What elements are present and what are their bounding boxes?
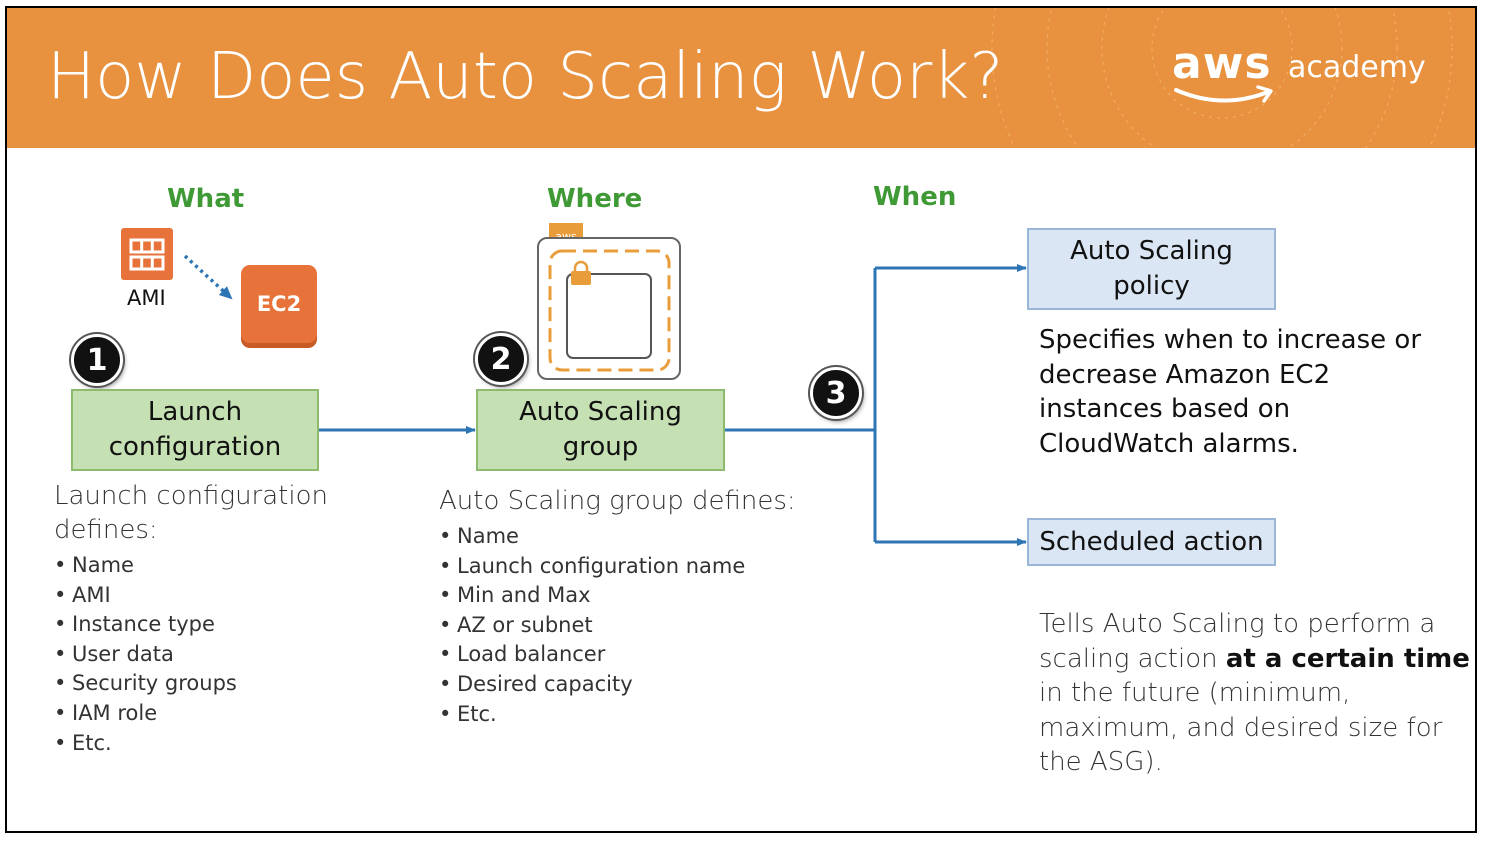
ami-label: AMI bbox=[127, 286, 166, 310]
ami-to-ec2-arrow bbox=[183, 254, 233, 300]
launch-config-definitions: Launch configuration defines: Name AMI I… bbox=[54, 479, 328, 758]
logo-academy-text: academy bbox=[1288, 50, 1426, 85]
heading-where: Where bbox=[547, 184, 643, 214]
slide-title: How Does Auto Scaling Work? bbox=[47, 40, 1004, 114]
launch-defs-lead-1: Launch configuration bbox=[54, 481, 328, 511]
auto-scaling-group-box: Auto Scaling group bbox=[476, 389, 725, 471]
policy-desc-line: CloudWatch alarms. bbox=[1039, 428, 1299, 459]
policy-box-line2: policy bbox=[1113, 271, 1190, 301]
flow-connectors bbox=[183, 237, 1027, 546]
list-item: Desired capacity bbox=[439, 670, 796, 700]
scheduled-action-box: Scheduled action bbox=[1027, 518, 1276, 566]
launch-defs-lead-2: defines: bbox=[54, 515, 158, 545]
policy-desc-line: decrease Amazon EC2 bbox=[1039, 359, 1331, 390]
lock-icon bbox=[571, 260, 591, 285]
list-item: AZ or subnet bbox=[439, 611, 796, 641]
launch-configuration-box: Launch configuration bbox=[71, 389, 319, 471]
policy-box-line1: Auto Scaling bbox=[1070, 236, 1233, 266]
asg-box-line2: group bbox=[562, 432, 639, 462]
auto-scaling-policy-box: Auto Scaling policy bbox=[1027, 228, 1276, 310]
step-1-badge: 1 bbox=[71, 334, 123, 386]
scheduled-description: Tells Auto Scaling to perform a scaling … bbox=[1039, 607, 1470, 780]
list-item: Launch configuration name bbox=[439, 552, 796, 582]
list-item: Etc. bbox=[439, 700, 796, 730]
list-item: Etc. bbox=[54, 729, 328, 759]
aws-smile-icon bbox=[1174, 85, 1273, 103]
auto-scaling-group-icon bbox=[537, 237, 681, 380]
ec2-icon: EC2 bbox=[241, 265, 317, 343]
list-item: Load balancer bbox=[439, 640, 796, 670]
arrow-asg-to-when bbox=[725, 264, 1027, 546]
scheduled-desc-line: Tells Auto Scaling to perform a bbox=[1039, 609, 1436, 639]
step-2-badge: 2 bbox=[475, 333, 527, 385]
slide: How Does Auto Scaling Work? aws academy … bbox=[5, 6, 1477, 833]
list-item: Security groups bbox=[54, 669, 328, 699]
list-item: Name bbox=[54, 551, 328, 581]
launch-configuration-line1: Launch bbox=[147, 397, 243, 427]
header-banner: How Does Auto Scaling Work? aws academy bbox=[7, 8, 1475, 148]
scheduled-desc-text: scaling action bbox=[1039, 643, 1226, 674]
step-3-badge: 3 bbox=[810, 367, 862, 419]
asg-box-line1: Auto Scaling bbox=[519, 397, 682, 427]
policy-desc-line: Specifies when to increase or bbox=[1039, 325, 1422, 355]
list-item: User data bbox=[54, 640, 328, 670]
list-item: Instance type bbox=[54, 610, 328, 640]
heading-what: What bbox=[167, 184, 245, 214]
scheduled-desc-line: maximum, and desired size for bbox=[1039, 712, 1443, 743]
logo-aws-text: aws bbox=[1172, 38, 1272, 89]
scheduled-desc-line: in the future (minimum, bbox=[1039, 678, 1351, 708]
list-item: Min and Max bbox=[439, 581, 796, 611]
launch-configuration-line2: configuration bbox=[108, 432, 282, 462]
list-item: AMI bbox=[54, 581, 328, 611]
policy-description: Specifies when to increase or decrease A… bbox=[1039, 323, 1421, 461]
scheduled-desc-emphasis: at a certain time bbox=[1225, 643, 1470, 674]
list-item: IAM role bbox=[54, 699, 328, 729]
scheduled-desc-line: scaling action at a certain time bbox=[1039, 642, 1470, 677]
list-item: Name bbox=[439, 522, 796, 552]
scheduled-desc-line: the ASG). bbox=[1039, 747, 1163, 777]
ami-icon bbox=[121, 228, 173, 280]
policy-desc-line: instances based on bbox=[1039, 394, 1291, 424]
asg-definitions: Auto Scaling group defines: Name Launch … bbox=[439, 484, 796, 729]
header-decoration bbox=[991, 8, 1453, 148]
asg-defs-lead: Auto Scaling group defines: bbox=[439, 486, 796, 516]
heading-when: When bbox=[873, 182, 957, 212]
scheduled-action-label: Scheduled action bbox=[1039, 526, 1264, 557]
